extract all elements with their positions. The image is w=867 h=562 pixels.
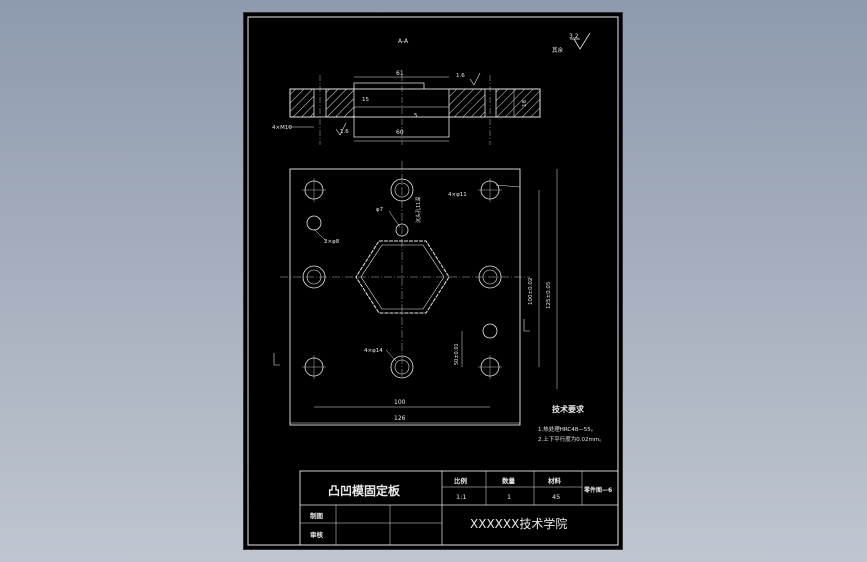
- title-block: 凸凹模固定板 比例 数量 材料 1:1 1 45 零件图—6 制图 审核 XXX…: [299, 470, 619, 546]
- header-qty: 数量: [502, 476, 516, 485]
- dim-width-outer: 126: [394, 415, 406, 422]
- label-csink: 沉头孔11深: [415, 197, 422, 223]
- roughness-symbol: 3.2 其余: [552, 32, 591, 54]
- label-pin-hole: φ7: [376, 207, 384, 213]
- section-right-mark: 15: [362, 97, 369, 103]
- dim-section-depth: 5: [414, 113, 418, 119]
- dim-small: 50±0.01: [454, 343, 460, 365]
- value-qty: 1: [507, 493, 511, 501]
- value-scale: 1:1: [456, 493, 466, 501]
- tech-requirements: 技术要求 1.热处理HRC48—55。 2.上下平行度为0.02mm。: [538, 404, 605, 443]
- drawn-label: 制图: [310, 511, 324, 520]
- dim-width-inner: 100: [394, 399, 406, 406]
- section-label: A-A: [398, 38, 409, 45]
- section-view: 61 60 5 1.6 1.6 18 4×M10 15: [272, 70, 541, 145]
- label-bottom-hole: 4×φ14: [364, 348, 383, 354]
- header-material: 材料: [547, 476, 562, 485]
- roughness-note: 其余: [552, 46, 564, 54]
- dim-height-inner: 100±0.02: [528, 278, 534, 305]
- tech-item-2: 2.上下平行度为0.02mm。: [538, 435, 605, 443]
- value-material: 45: [552, 493, 560, 501]
- tech-heading: 技术要求: [552, 404, 585, 414]
- label-hole-top-right: 4×φ11: [448, 192, 467, 198]
- plate-outline: [289, 168, 521, 426]
- part-name: 凸凹模固定板: [328, 483, 401, 498]
- hexagon-opening: [355, 240, 450, 314]
- roughness-a: 1.6: [456, 73, 465, 79]
- header-scale: 比例: [454, 476, 468, 485]
- dim-height-outer: 125±0.05: [546, 281, 552, 309]
- plan-view: 4×φ11 φ7 沉头孔11深 2×φ8 4×φ14 100 126 100±0…: [273, 161, 558, 426]
- drawing-canvas: A-A 3.2 其余 61 60 5 1.6: [247, 16, 619, 546]
- review-label: 审核: [310, 530, 324, 539]
- dim-thickness: 18: [522, 100, 528, 107]
- drawing-sheet: A-A 3.2 其余 61 60 5 1.6: [244, 13, 622, 549]
- roughness-value: 3.2: [569, 33, 579, 40]
- tech-item-1: 1.热处理HRC48—55。: [538, 425, 596, 433]
- roughness-b: 1.6: [340, 129, 349, 135]
- dim-section-top: 61: [396, 70, 404, 77]
- label-left-hole: 2×φ8: [324, 239, 340, 245]
- section-left-hole: 4×M10: [272, 125, 292, 131]
- drawing-number: 零件图—6: [583, 486, 612, 494]
- school-name: XXXXXX技术学院: [470, 516, 567, 531]
- dim-section-bottom: 60: [396, 129, 404, 136]
